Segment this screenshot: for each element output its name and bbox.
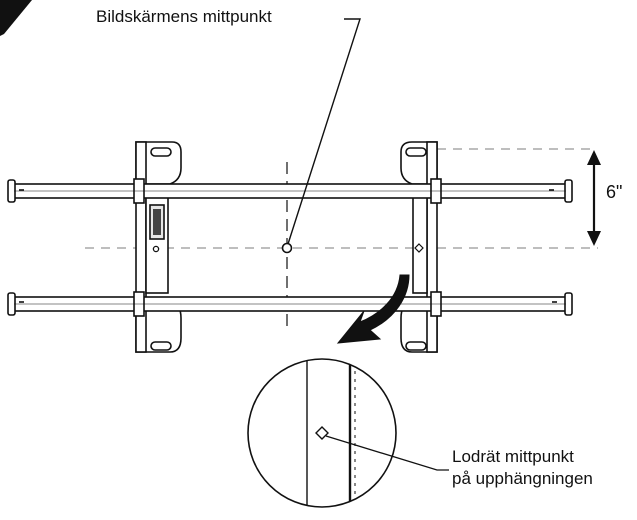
vertical-center-label-line2: på upphängningen (452, 469, 593, 488)
left-bracket (135, 141, 182, 353)
curved-arrow-icon (336, 274, 410, 344)
right-bracket (400, 141, 438, 353)
vertical-center-leader (325, 435, 449, 471)
top-rail (7, 178, 573, 204)
left-bracket-screw-hole (152, 245, 160, 253)
detail-magnifier (247, 358, 397, 508)
bottom-rail (7, 291, 573, 317)
vertical-center-label-line1: Lodrät mittpunkt (452, 447, 574, 466)
dimension-arrow (587, 150, 601, 246)
screen-center-leader (287, 18, 361, 245)
screen-center-label: Bildskärmens mittpunkt (96, 7, 272, 26)
right-bracket-diamond (414, 243, 424, 253)
corner-mark (0, 0, 32, 36)
screen-center-point (281, 242, 293, 254)
dimension-label: 6" (606, 182, 623, 202)
